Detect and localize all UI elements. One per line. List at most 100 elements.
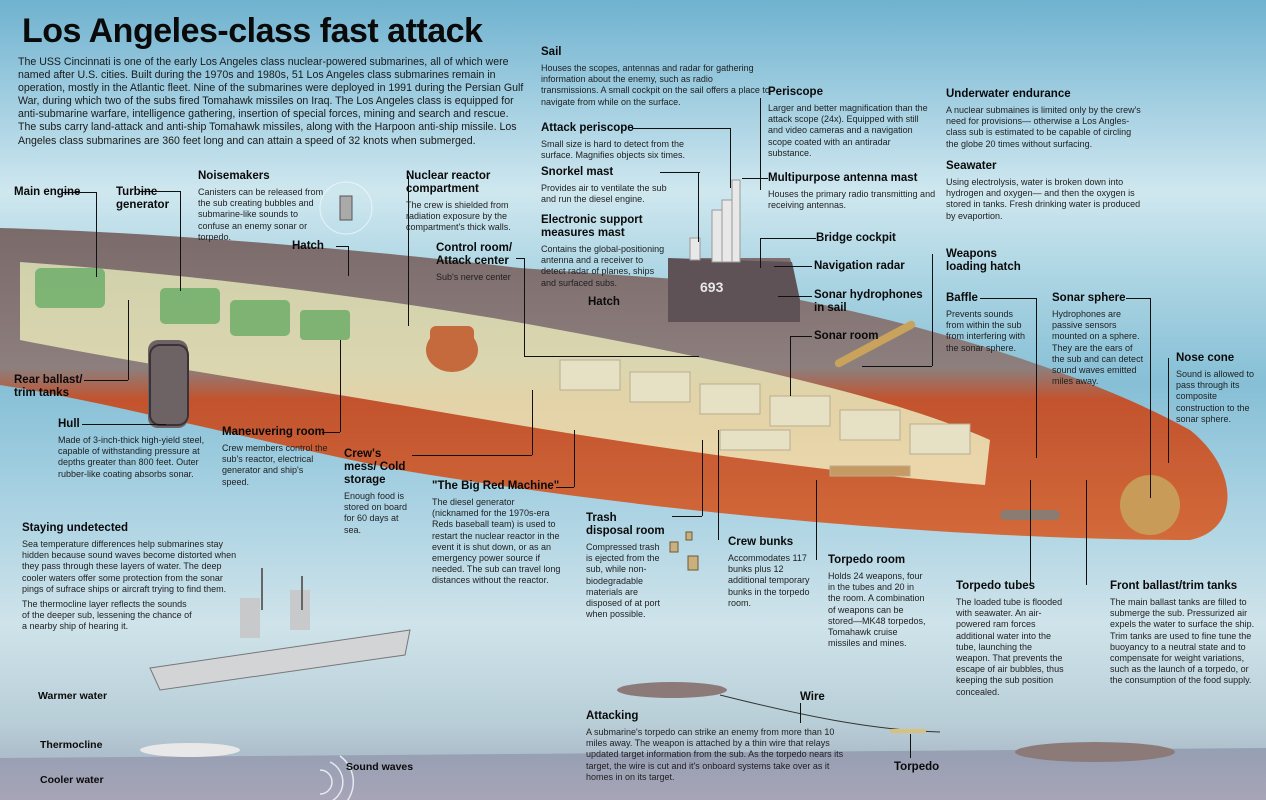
reactor-shape xyxy=(426,326,478,372)
callout-text: Prevents sounds from within the sub from… xyxy=(946,309,1026,353)
callout-text: Small size is hard to detect from the su… xyxy=(541,139,686,161)
callout-title: Sonar sphere xyxy=(1052,292,1126,304)
callout-attacking: Attacking A submarine's torpedo can stri… xyxy=(586,710,846,783)
callout-torpedo-room: Torpedo room Holds 24 weapons, four in t… xyxy=(828,554,928,649)
warship xyxy=(149,629,411,691)
callout-title: Baffle xyxy=(946,292,978,304)
label-sonar-hydrophones: Sonar hydrophones in sail xyxy=(814,289,923,314)
callout-title: Crew bunks xyxy=(728,536,794,548)
callout-maneuvering-room: Maneuvering room Crew members control th… xyxy=(222,426,332,488)
callout-trash-disposal: Trash disposal room Compressed trash is … xyxy=(586,512,666,620)
callout-title: Staying undetected xyxy=(22,522,129,534)
callout-text: The main ballast tanks are filled to sub… xyxy=(1110,597,1255,686)
torpedo-shape xyxy=(890,729,926,733)
callout-title: Trash disposal room xyxy=(586,512,665,537)
callout-title: Electronic support measures mast xyxy=(541,214,643,239)
label-main-engine: Main engine xyxy=(14,186,81,198)
callout-title: Sail xyxy=(541,46,562,58)
callout-title: Seawater xyxy=(946,160,997,172)
callout-text: Holds 24 weapons, four in the tubes and … xyxy=(828,571,926,649)
label-warmer-water: Warmer water xyxy=(38,690,108,702)
callout-text: Sound is allowed to pass through its com… xyxy=(1176,369,1255,424)
label-wire: Wire xyxy=(800,691,825,703)
callout-title: Nose cone xyxy=(1176,352,1235,364)
callout-control-room: Control room/ Attack center Sub's nerve … xyxy=(436,242,516,283)
callout-crews-mess: Crew's mess/ Cold storage Enough food is… xyxy=(344,448,416,536)
callout-front-ballast: Front ballast/trim tanks The main ballas… xyxy=(1110,580,1260,687)
callout-text: A submarine's torpedo can strike an enem… xyxy=(586,727,844,782)
callout-text: Provides air to ventilate the sub and ru… xyxy=(541,183,667,205)
callout-nuclear-reactor: Nuclear reactor compartment The crew is … xyxy=(406,170,524,234)
callout-text: Crew members control the sub's reactor, … xyxy=(222,443,328,487)
callout-baffle: Baffle Prevents sounds from within the s… xyxy=(946,292,1031,354)
callout-text: Using electrolysis, water is broken down… xyxy=(946,177,1141,221)
shallow-sub xyxy=(140,743,240,757)
callout-staying-undetected: Staying undetected Sea temperature diffe… xyxy=(22,522,242,633)
label-cooler-water: Cooler water xyxy=(40,774,104,786)
callout-text: The diesel generator (nicknamed for the … xyxy=(432,497,561,586)
deck-rooms xyxy=(559,359,971,477)
sound-waves-icon xyxy=(319,755,355,800)
label-bridge-cockpit: Bridge cockpit xyxy=(816,232,896,244)
callout-title: Control room/ Attack center xyxy=(436,242,513,267)
sonar-sphere-shape xyxy=(1120,475,1180,535)
callout-text: Sea temperature differences help submari… xyxy=(22,539,237,594)
trash-canisters-icon xyxy=(669,531,699,571)
callout-title: Attack periscope xyxy=(541,122,634,134)
label-rear-ballast: Rear ballast/ trim tanks xyxy=(14,374,83,399)
hull-number-text: 693 xyxy=(700,279,724,295)
callout-noisemakers: Noisemakers Canisters can be released fr… xyxy=(198,170,326,243)
callout-text: Made of 3-inch-thick high-yield steel, c… xyxy=(58,435,205,479)
label-thermocline: Thermocline xyxy=(40,739,103,751)
label-sound-waves: Sound waves xyxy=(346,761,414,773)
label-torpedo: Torpedo xyxy=(894,761,940,773)
hull-section-ring xyxy=(148,340,188,428)
callout-text: The crew is shielded from radiation expo… xyxy=(406,200,511,233)
callout-title: Torpedo tubes xyxy=(956,580,1036,592)
callout-title: Nuclear reactor compartment xyxy=(406,170,491,195)
callout-text: Enough food is stored on board for 60 da… xyxy=(344,491,408,535)
engine-room-machinery xyxy=(35,268,350,340)
callout-underwater-endurance: Underwater endurance A nuclear submaines… xyxy=(946,88,1146,150)
callout-crew-bunks: Crew bunks Accommodates 117 bunks plus 1… xyxy=(728,536,812,609)
callout-title: Multipurpose antenna mast xyxy=(768,172,918,184)
callout-title: Front ballast/trim tanks xyxy=(1110,580,1238,592)
callout-text: Larger and better magnification than the… xyxy=(768,103,928,158)
callout-seawater: Seawater Using electrolysis, water is br… xyxy=(946,160,1146,222)
callout-snorkel-mast: Snorkel mast Provides air to ventilate t… xyxy=(541,166,671,205)
noisemaker-canister-icon xyxy=(319,181,373,235)
callout-text: Houses the scopes, antennas and radar fo… xyxy=(541,63,770,107)
callout-text: A nuclear submaines is limited only by t… xyxy=(946,105,1141,149)
callout-big-red-machine: "The Big Red Machine" The diesel generat… xyxy=(432,480,562,587)
callout-text: Houses the primary radio transmitting an… xyxy=(768,189,936,211)
callout-title: "The Big Red Machine" xyxy=(432,480,560,492)
callout-hull: Hull Made of 3-inch-thick high-yield ste… xyxy=(58,418,208,480)
callout-text: The loaded tube is flooded with seawater… xyxy=(956,597,1064,697)
callout-text: Accommodates 117 bunks plus 12 additiona… xyxy=(728,553,810,608)
callout-sonar-sphere: Sonar sphere Hydrophones are passive sen… xyxy=(1052,292,1144,387)
callout-periscope: Periscope Larger and better magnificatio… xyxy=(768,86,928,159)
callout-title: Attacking xyxy=(586,710,639,722)
label-weapons-loading-hatch: Weapons loading hatch xyxy=(946,248,1021,273)
page-title: Los Angeles-class fast attack xyxy=(22,12,483,50)
callout-sail: Sail Houses the scopes, antennas and rad… xyxy=(541,46,771,108)
sonar-room-antenna xyxy=(834,320,916,368)
callout-text-2: The thermocline layer reflects the sound… xyxy=(22,599,192,632)
callout-text: Hydrophones are passive sensors mounted … xyxy=(1052,309,1144,387)
label-turbine-generator: Turbine generator xyxy=(116,186,170,211)
callout-title: Torpedo room xyxy=(828,554,906,566)
masts xyxy=(689,179,741,263)
target-sub xyxy=(1015,742,1175,762)
label-navigation-radar: Navigation radar xyxy=(814,260,905,272)
callout-multipurpose-mast: Multipurpose antenna mast Houses the pri… xyxy=(768,172,938,211)
label-hatch-front: Hatch xyxy=(588,296,620,308)
callout-nose-cone: Nose cone Sound is allowed to pass throu… xyxy=(1176,352,1258,425)
intro-paragraph: The USS Cincinnati is one of the early L… xyxy=(18,56,524,147)
callout-torpedo-tubes: Torpedo tubes The loaded tube is flooded… xyxy=(956,580,1066,698)
callout-text: Canisters can be released from the sub c… xyxy=(198,187,324,242)
callout-title: Maneuvering room xyxy=(222,426,325,438)
sail xyxy=(668,258,800,322)
callout-text: Contains the global-positioning antenna … xyxy=(541,244,665,288)
callout-text: Sub's nerve center xyxy=(436,272,511,282)
